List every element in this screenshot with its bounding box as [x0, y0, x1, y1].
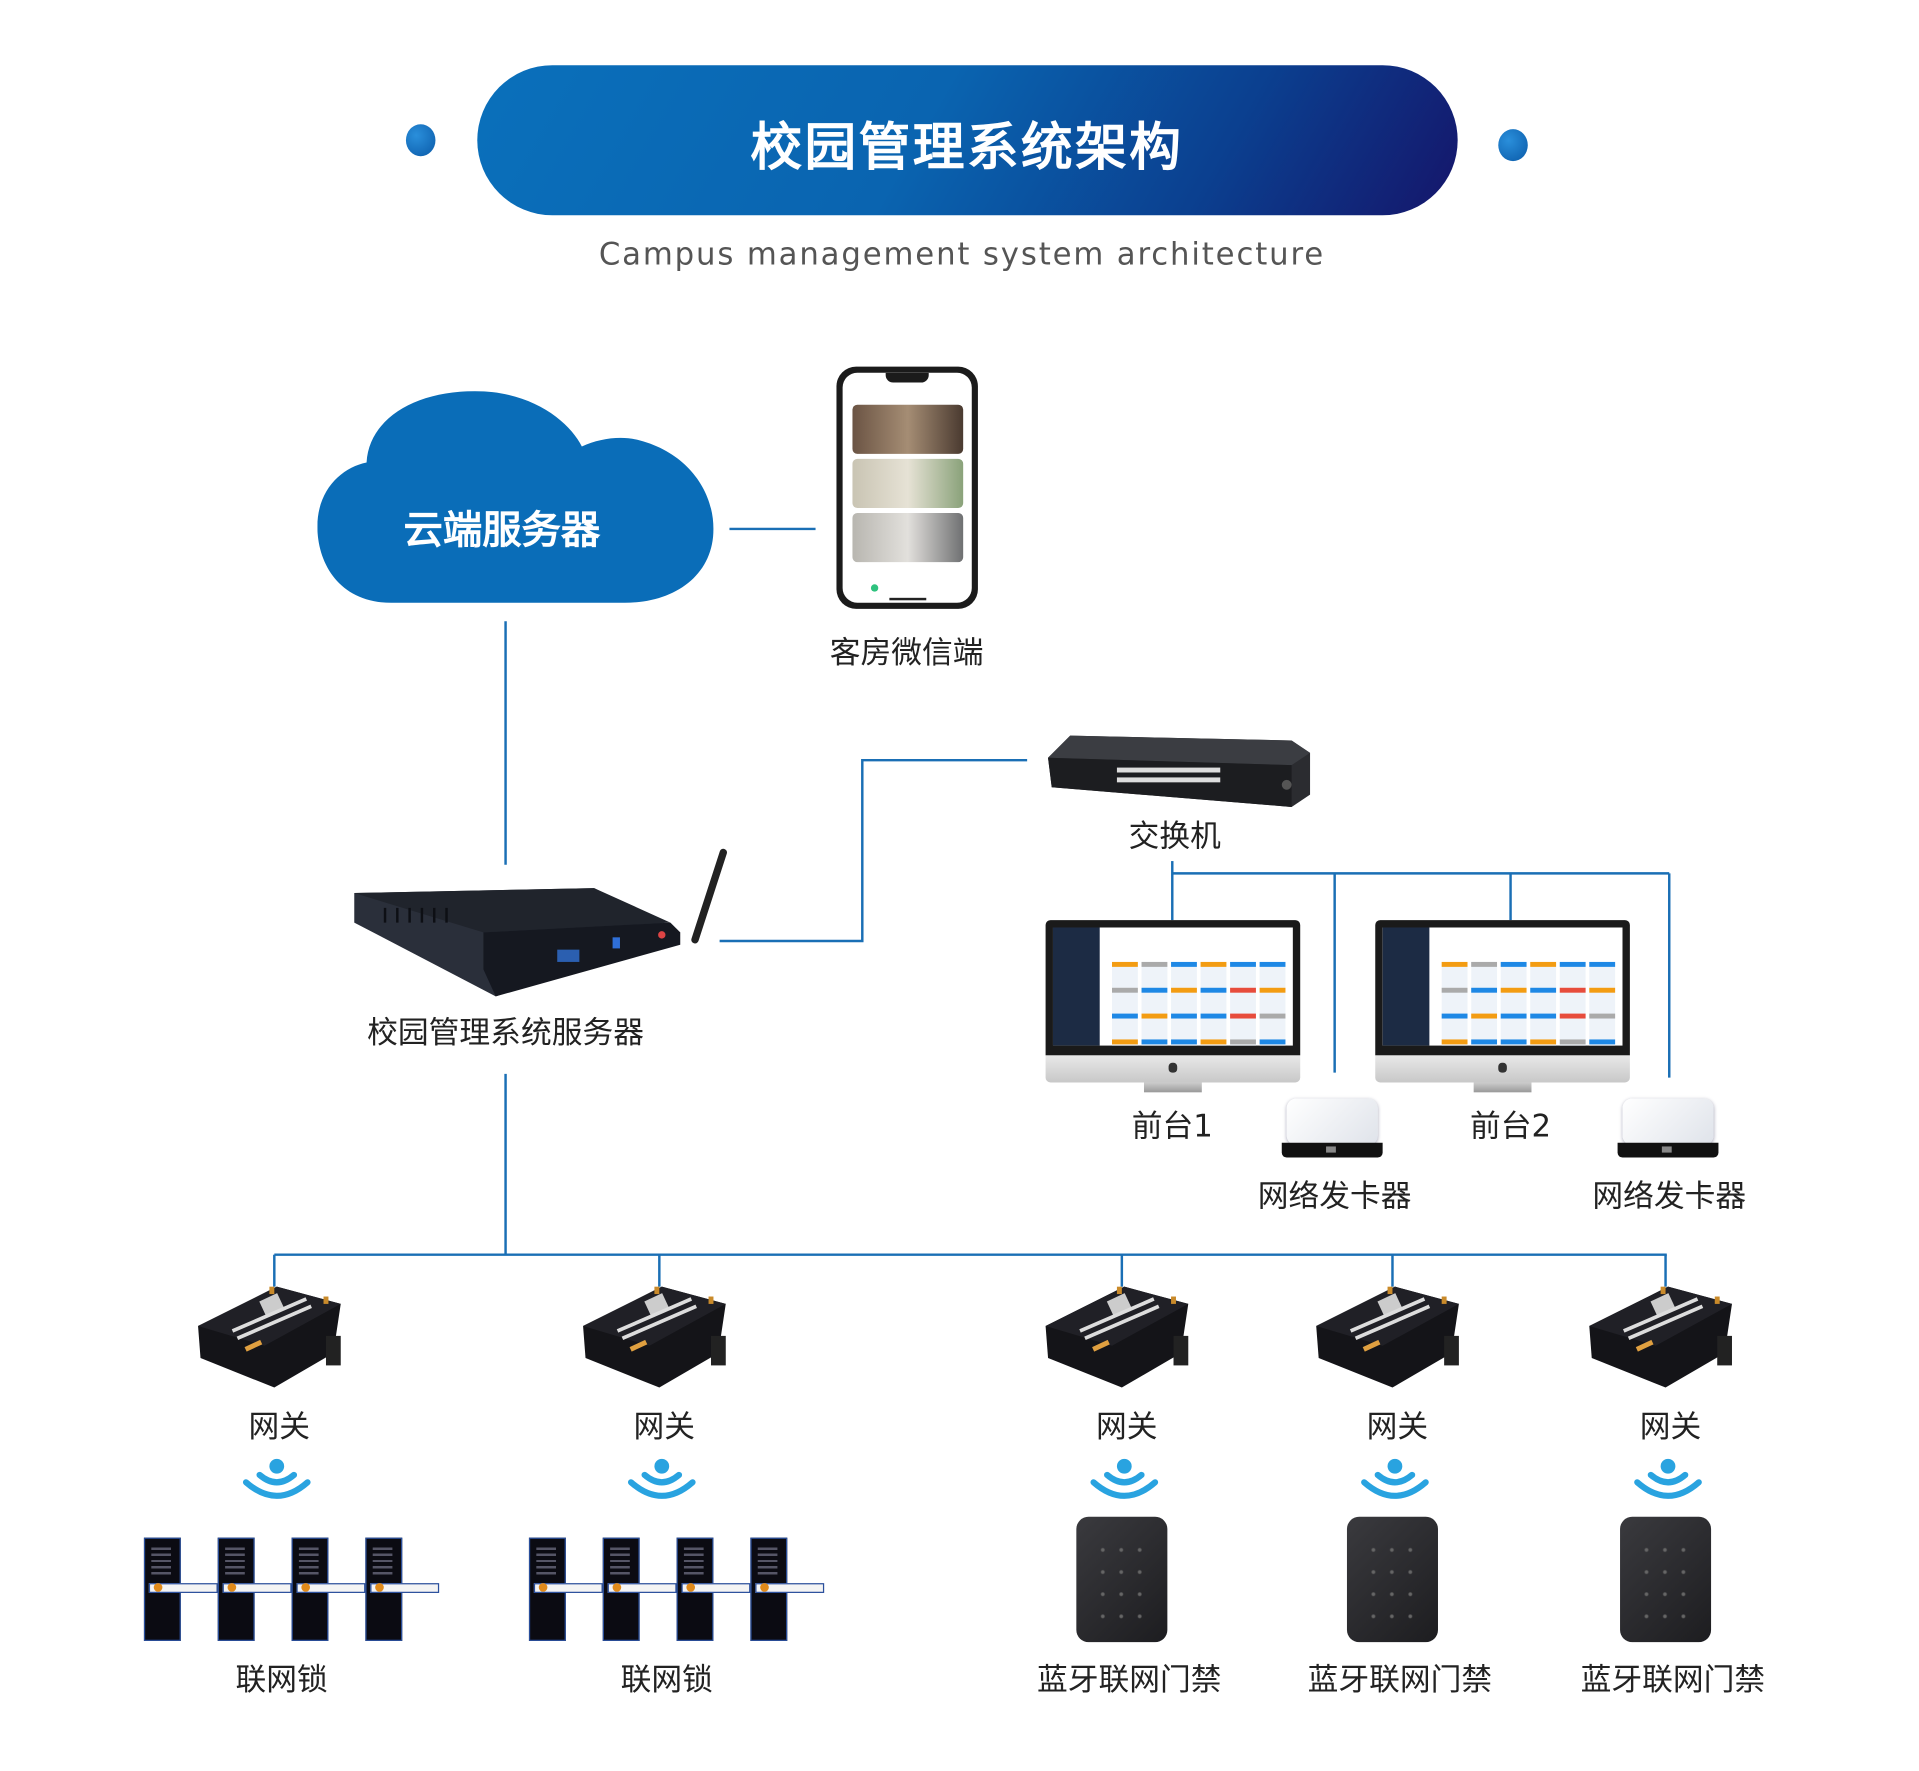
gateway-icon: [1316, 1286, 1459, 1388]
door-lock-icon: [602, 1537, 677, 1641]
door-lock-icon: [750, 1537, 825, 1641]
end-device-label: 联网锁: [620, 1661, 713, 1698]
wireless-signal-icon: [1634, 1458, 1702, 1499]
gateway-label: 网关: [1366, 1408, 1429, 1445]
card-issuer-label: 网络发卡器: [1257, 1178, 1412, 1215]
line-server-switch: [719, 758, 1028, 943]
gateway-icon: [583, 1286, 726, 1388]
door-lock-icon: [528, 1537, 603, 1641]
wireless-signal-icon: [1090, 1458, 1159, 1499]
end-device-label: 联网锁: [235, 1661, 328, 1698]
smartphone-icon: [836, 366, 978, 609]
wireless-signal-icon: [1361, 1458, 1429, 1499]
end-device-label: 蓝牙联网门禁: [1307, 1661, 1493, 1698]
front-desk-label: 前台2: [1470, 1108, 1552, 1144]
desktop-monitor-icon: [1045, 920, 1301, 1093]
end-device-label: 蓝牙联网门禁: [1036, 1661, 1222, 1698]
gateway-icon: [1589, 1286, 1732, 1388]
page-title: 校园管理系统架构: [750, 116, 1184, 178]
cloud-icon: [317, 391, 714, 603]
card-reader-icon: [1617, 1098, 1719, 1160]
door-lock-icon: [217, 1537, 292, 1641]
access-keypad-icon: [1076, 1516, 1168, 1643]
decor-dot-left: [405, 124, 436, 157]
end-device-label: 蓝牙联网门禁: [1580, 1661, 1766, 1698]
wireless-signal-icon: [627, 1458, 696, 1499]
title-banner: [477, 65, 1458, 216]
cloud-server-label: 云端服务器: [403, 506, 601, 554]
server-label: 校园管理系统服务器: [367, 1014, 644, 1051]
network-switch-icon: [1048, 735, 1311, 807]
server-box-icon: [354, 848, 727, 997]
gateway-label: 网关: [1096, 1408, 1158, 1445]
card-reader-icon: [1281, 1098, 1383, 1160]
switch-label: 交换机: [1128, 818, 1221, 854]
gateway-icon: [1045, 1286, 1189, 1388]
access-keypad-icon: [1620, 1516, 1712, 1643]
phone-label: 客房微信端: [829, 634, 984, 671]
wireless-signal-icon: [242, 1458, 311, 1499]
page-subtitle: Campus management system architecture: [598, 236, 1326, 272]
access-keypad-icon: [1346, 1516, 1438, 1643]
decor-dot-right: [1498, 129, 1528, 162]
door-lock-icon: [143, 1537, 218, 1641]
gateway-label: 网关: [1639, 1408, 1702, 1445]
front-desk-label: 前台1: [1131, 1108, 1213, 1144]
gateway-label: 网关: [633, 1408, 696, 1445]
door-lock-icon: [291, 1537, 366, 1641]
desktop-monitor-icon: [1375, 920, 1630, 1093]
card-issuer-label: 网络发卡器: [1592, 1178, 1747, 1215]
gateway-icon: [198, 1286, 341, 1388]
gateway-label: 网关: [248, 1408, 310, 1445]
door-lock-icon: [676, 1537, 751, 1641]
door-lock-icon: [365, 1537, 440, 1641]
